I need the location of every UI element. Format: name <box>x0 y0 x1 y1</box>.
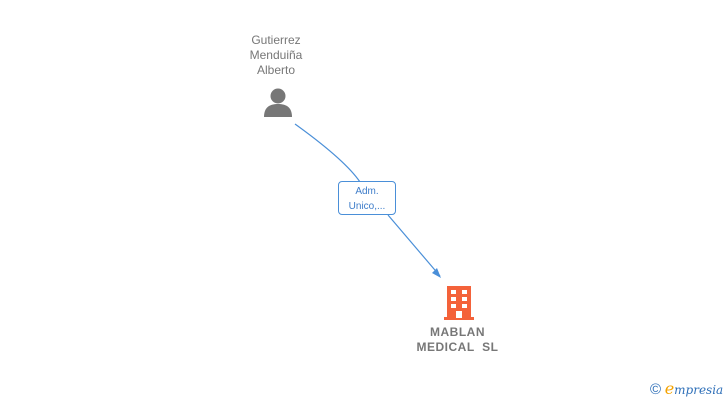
edge-label-role[interactable]: Adm. Unico,... <box>338 181 396 215</box>
copyright-icon: © <box>650 381 662 398</box>
empresia-footer: © empresia <box>650 379 723 398</box>
person-icon[interactable] <box>262 87 294 117</box>
brand-logo-text: mpresia <box>674 383 724 397</box>
company-node-label[interactable]: MABLAN MEDICAL SL <box>416 325 499 354</box>
arrow-head-icon <box>432 268 441 278</box>
building-icon[interactable] <box>444 286 474 320</box>
person-node-label[interactable]: Gutierrez Menduiña Alberto <box>249 33 303 77</box>
brand-logo-initial: e <box>664 379 675 398</box>
